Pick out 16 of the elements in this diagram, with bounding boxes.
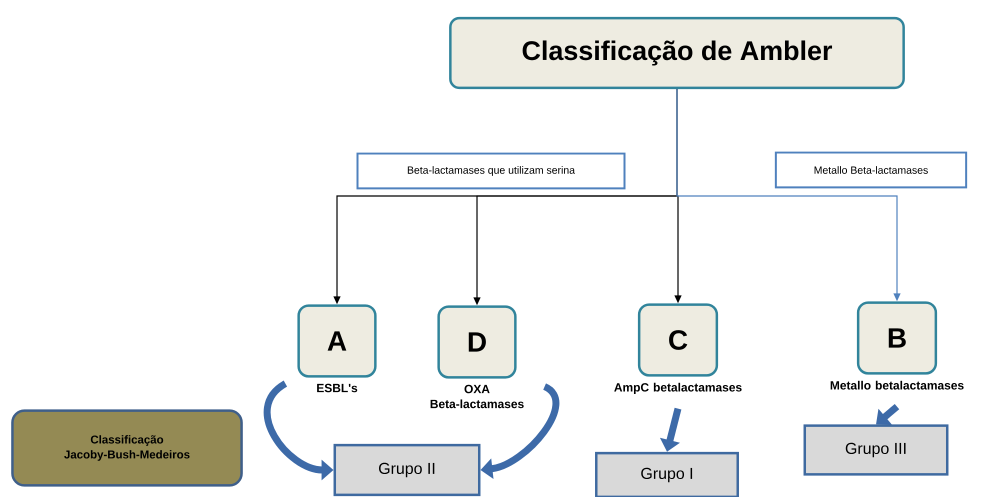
letter-box: D [437, 305, 517, 379]
arrow [876, 404, 900, 425]
group-box: Grupo III [804, 424, 948, 476]
letter-box: A [297, 304, 377, 378]
caption-text: Metallo betalactamases [830, 380, 964, 390]
caption-text: ESBL's [317, 384, 358, 392]
letter-box: C [638, 303, 718, 377]
title-box: Classificação de Ambler [449, 16, 905, 90]
group-box: Grupo II [334, 444, 480, 496]
label-box: Beta-lactamases que utilizam serina [356, 152, 626, 190]
label-box: Metallo Beta-lactamases [774, 152, 968, 188]
caption-text: AmpC betalactamases [614, 382, 742, 394]
group-box: Grupo I [595, 452, 739, 497]
classification-box: Classificação Jacoby-Bush-Medeiros [11, 409, 243, 487]
caption-text: OXA Beta-lactamases [430, 384, 524, 408]
letter-box: B [856, 301, 938, 375]
